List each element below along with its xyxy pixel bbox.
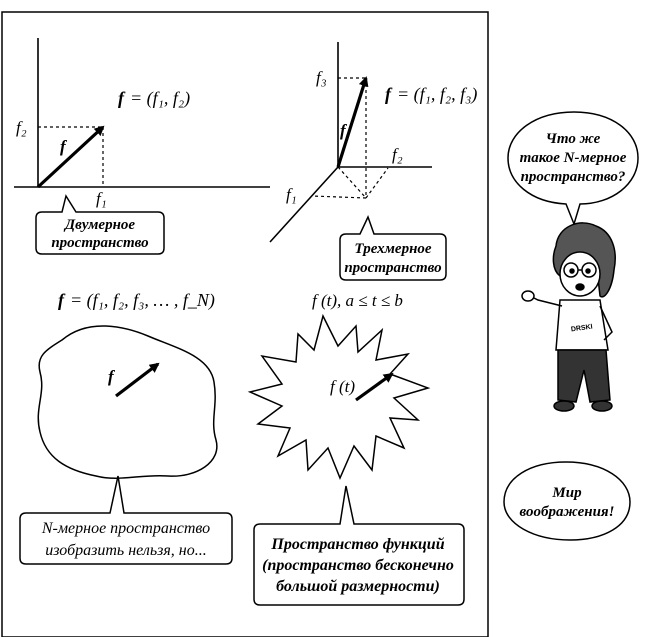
three-d-f2-label: f₂ [392, 145, 403, 164]
answer-line-1: Мир [551, 485, 582, 501]
n-d-blob [37, 325, 218, 479]
panel-border [1, 11, 489, 637]
func-caption-3: большой размерности) [276, 578, 440, 595]
three-d-diagram: f₃ f₂ f₁ f f = (f₁, f₂, f₃) Трехмерное п… [269, 42, 477, 281]
character-shirt [555, 299, 609, 351]
func-diagram: f (t), a ≤ t ≤ b f (t) Пространство функ… [247, 291, 465, 606]
n-d-diagram: f = (f₁, f₂, f₃, … , f_N) f N-мерное про… [19, 290, 233, 565]
two-d-caption-2: пространство [51, 235, 148, 251]
three-d-caption-box [339, 215, 447, 281]
two-d-diagram: f₂ f₁ f f = (f₁, f₂) Двумерное пространс… [14, 38, 270, 255]
three-d-eq-f: f [385, 84, 393, 104]
func-caption-1: Пространство функций [270, 536, 444, 553]
func-ft-label: f (t) [330, 377, 355, 396]
question-bubble: Что же такое N-мерное пространство? [507, 111, 639, 227]
two-d-eq: = (f₁, f₂) [130, 88, 190, 109]
n-d-vector [115, 362, 160, 398]
three-d-proj-3 [365, 167, 389, 199]
character-arm [529, 295, 563, 307]
n-d-caption-box [19, 475, 233, 565]
two-d-vec-label: f [60, 137, 68, 156]
three-d-x-axis [269, 166, 339, 243]
question-line-1: Что же [546, 131, 601, 147]
func-caption-2: (пространство бесконечно [262, 557, 454, 574]
func-eq: f (t), a ≤ t ≤ b [312, 291, 403, 310]
three-d-proj-4 [311, 195, 367, 199]
two-d-f2-label: f₂ [16, 118, 27, 137]
func-caption-box [253, 485, 465, 606]
character-eye-left [569, 268, 575, 274]
three-d-eq: = (f₁, f₂, f₃) [397, 84, 477, 105]
three-d-caption-1: Трехмерное [354, 241, 432, 257]
n-d-eq-f: f [58, 290, 66, 310]
two-d-eq-f: f [118, 88, 126, 108]
question-bubble-shape [507, 111, 639, 227]
n-d-caption-1: N-мерное пространство [41, 520, 210, 537]
three-d-vector [336, 76, 369, 168]
cartoon-character: DRSKI [521, 222, 616, 412]
three-d-vec-label: f [340, 121, 348, 140]
character-arm-right [599, 305, 613, 341]
character-shoe-right [591, 400, 613, 412]
n-d-caption-2: изобразить нельзя, но... [45, 542, 206, 559]
character-trousers [557, 349, 611, 403]
character-mouth [575, 283, 585, 291]
character-eye-right [585, 268, 591, 274]
three-d-caption-2: пространство [344, 260, 441, 276]
func-starburst [247, 313, 431, 480]
question-line-2: такое N-мерное [520, 150, 627, 166]
answer-bubble-shape [503, 461, 631, 541]
two-d-caption-box [35, 194, 165, 255]
question-line-3: пространство? [521, 169, 626, 185]
two-d-vector [36, 125, 105, 189]
answer-line-2: воображения! [520, 504, 615, 520]
n-d-eq: = (f₁, f₂, f₃, … , f_N) [70, 290, 215, 311]
character-shirt-text: DRSKI [571, 324, 594, 334]
answer-bubble: Мир воображения! [503, 461, 631, 541]
three-d-proj-5 [337, 166, 367, 199]
func-vector [355, 372, 394, 402]
two-d-f1-label: f₁ [96, 189, 107, 208]
character-hand [521, 290, 535, 302]
three-d-f1-label: f₁ [286, 185, 297, 204]
three-d-f3-label: f₃ [316, 68, 327, 87]
character-shoe-left [553, 400, 575, 412]
two-d-caption-1: Двумерное [63, 217, 135, 233]
n-d-vec-label: f [108, 367, 116, 386]
